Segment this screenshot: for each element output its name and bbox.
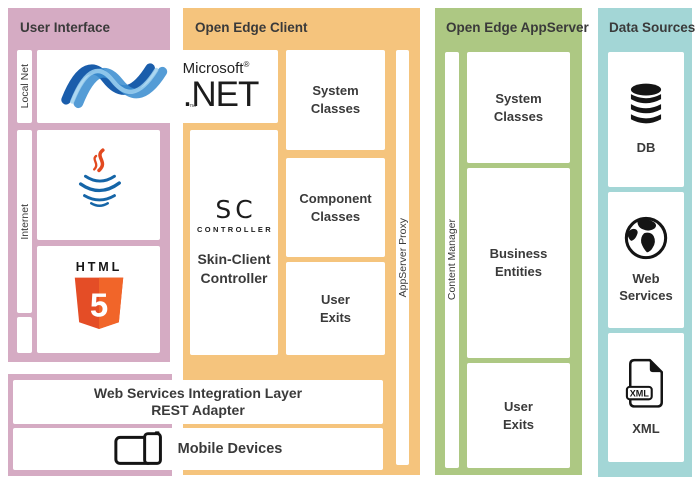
html5-box: HTML 5 — [37, 246, 160, 353]
html5-word: HTML — [75, 260, 122, 274]
java-coffee-cup-icon — [70, 147, 128, 224]
dotnet-wave-icon — [57, 56, 175, 117]
local-net-label: Local Net — [18, 64, 31, 109]
microsoft-text: Microsoft — [182, 60, 244, 77]
sc-controller-logo: SC CONTROLLER — [195, 197, 273, 234]
xml-icon-tag-text: XML — [630, 388, 650, 398]
xml-box: XML XML — [608, 333, 684, 462]
tablet-phone-icon — [113, 430, 166, 468]
sc-initials: SC — [215, 195, 257, 225]
html5-digit: 5 — [89, 286, 107, 323]
appserver-proxy-rail: AppServer Proxy — [396, 50, 409, 465]
content-manager-rail: Content Manager — [445, 52, 459, 468]
globe-icon — [623, 215, 669, 266]
internet-label: Internet — [18, 203, 31, 240]
appserver-proxy-label: AppServer Proxy — [396, 217, 409, 298]
sc-caption: CONTROLLER — [196, 225, 274, 235]
trademark-mark: ™ — [189, 104, 196, 111]
xml-document-icon: XML — [625, 357, 667, 416]
blank-rail-segment — [17, 317, 32, 353]
local-net-rail: Local Net — [17, 50, 32, 123]
java-box — [37, 130, 160, 240]
mobile-devices-label: Mobile Devices — [177, 441, 283, 457]
open-edge-client-title: Open Edge Client — [195, 20, 308, 35]
internet-rail: Internet — [17, 130, 32, 313]
db-label: DB — [636, 140, 656, 156]
user-interface-title: User Interface — [20, 20, 111, 35]
mobile-devices-bar: Mobile Devices — [13, 428, 383, 470]
data-sources-title: Data Sources — [609, 20, 696, 35]
database-cylinder-icon — [625, 82, 667, 135]
registered-mark: ® — [243, 60, 250, 69]
db-box: DB — [608, 52, 684, 187]
content-manager-label: Content Manager — [446, 219, 458, 301]
dotnet-wordmark: Microsoft® .NET — [182, 60, 260, 114]
dotnet-text: .NET — [182, 75, 260, 114]
xml-label: XML — [632, 421, 660, 437]
dotnet-box: Microsoft® .NET ™ — [37, 50, 278, 123]
open-edge-appserver-title: Open Edge AppServer — [446, 20, 589, 35]
html5-shield-icon: HTML 5 — [68, 258, 130, 341]
